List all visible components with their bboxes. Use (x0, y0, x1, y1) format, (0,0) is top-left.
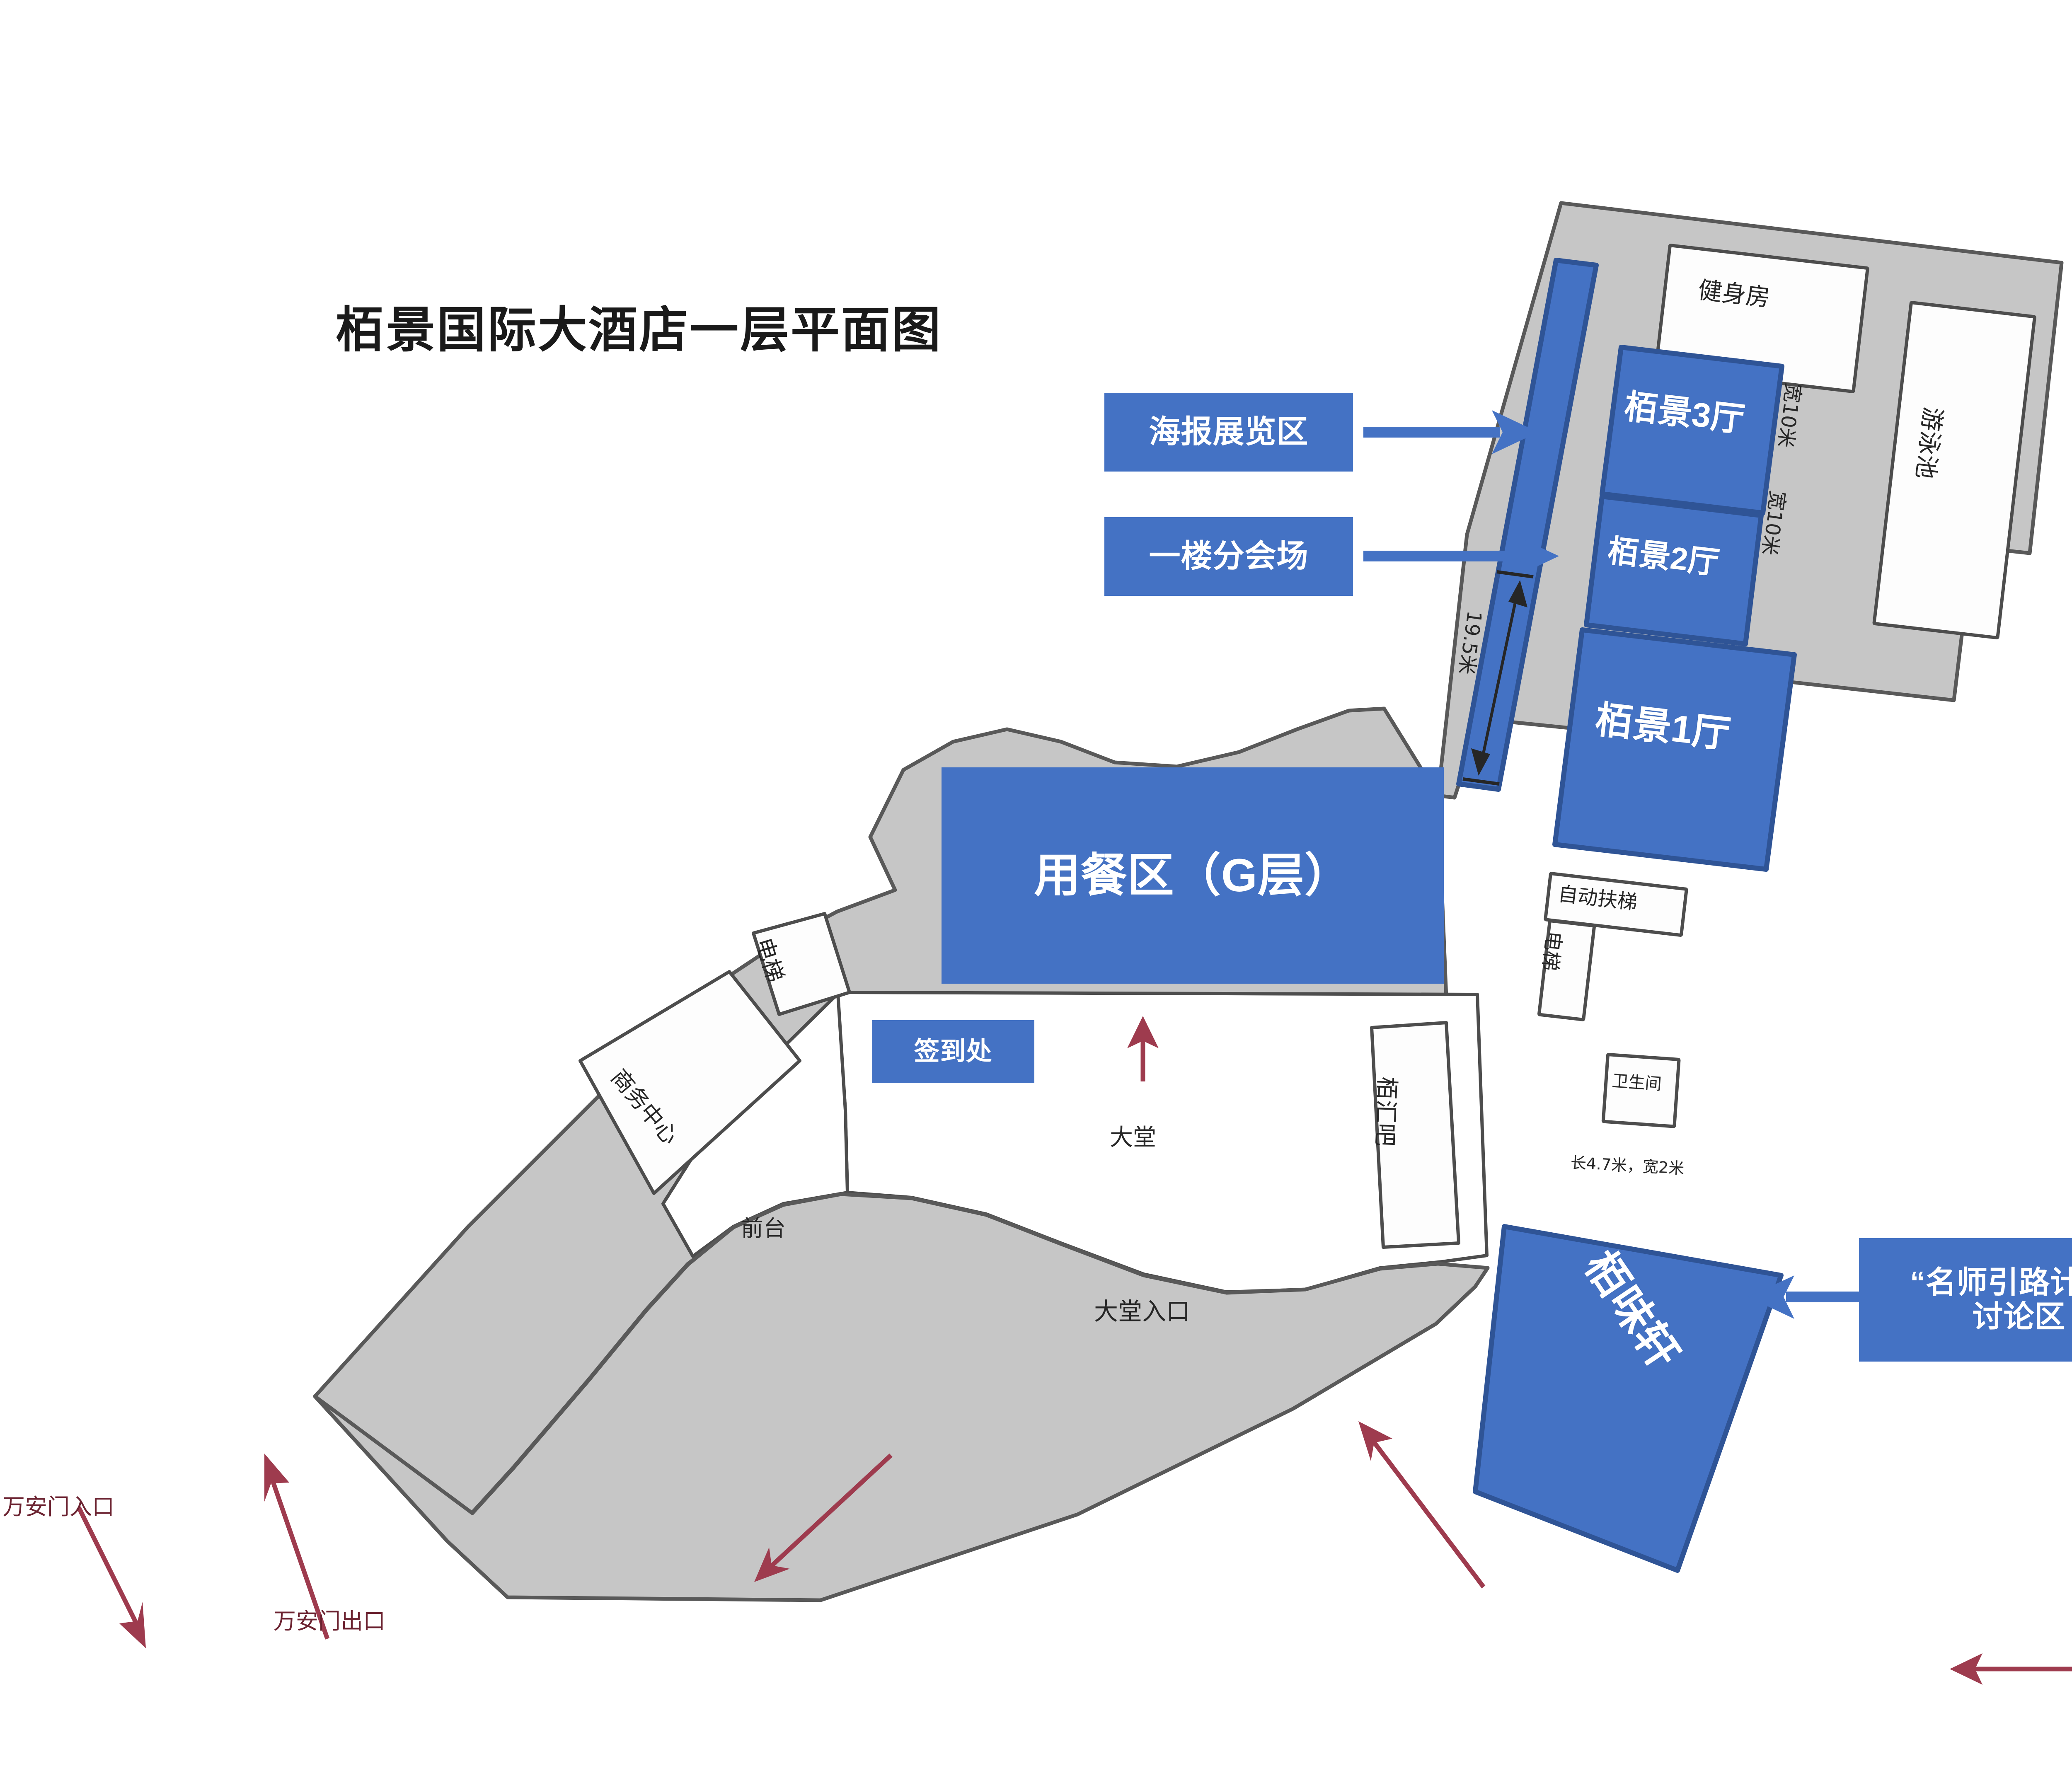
callout-poster-label: 海报展览区 (1149, 414, 1309, 450)
callout-mentor-line2: 讨论区 (1972, 1299, 2066, 1334)
lobby-entrance-band (313, 1192, 1490, 1602)
east-elevator-room (1537, 919, 1596, 1021)
restroom-room (1601, 1053, 1681, 1128)
corridor-dimension-marker (1462, 570, 1534, 786)
hall2-shape[interactable] (1584, 494, 1764, 646)
red-arrow-se-flow (1358, 1421, 1486, 1589)
callout-poster-area[interactable]: 海报展览区 (1104, 393, 1353, 472)
baiweixuan-shape[interactable] (1473, 1224, 1784, 1573)
entrance-label-wanan-in: 万安门入口 (2, 1494, 114, 1520)
page-title: 栢景国际大酒店一层平面图 (336, 301, 943, 358)
callout-mentor-discussion[interactable]: “名师引路计划” 讨论区 (1859, 1238, 2072, 1362)
room-label-front-desk: 前台 (741, 1215, 786, 1241)
callout-branch-label: 一楼分会场 (1149, 539, 1309, 574)
business-center-room (579, 970, 801, 1195)
red-arrow-wanan-in (77, 1506, 146, 1648)
red-arrow-wanan-out (264, 1454, 330, 1640)
map-label-lobby: 大堂 (1110, 1124, 1156, 1151)
callout-mentor-line1: “名师引路计划” (1910, 1265, 2072, 1300)
callout-checkin-desk[interactable]: 签到处 (872, 1020, 1034, 1083)
bar-room (1370, 1021, 1460, 1249)
room-label-restroom: 卫生间 (1611, 1071, 1663, 1094)
red-arrow-east-in (1950, 1653, 2072, 1685)
escalator-room (1544, 872, 1688, 937)
room-label-east-elevator: 电梯 (1538, 930, 1566, 972)
poster-leader-arrow (1363, 410, 1538, 454)
callout-dining-area[interactable]: 用餐区（G层） (942, 767, 1444, 984)
west-elevator-room (752, 912, 851, 1016)
poster-corridor-shape[interactable] (1456, 258, 1599, 792)
red-arrow-sw-flow (754, 1453, 893, 1582)
callout-dining-label: 用餐区（G层） (1034, 849, 1352, 902)
room-label-bar: 栢汇吧 (1371, 1076, 1401, 1147)
callout-branch-venue[interactable]: 一楼分会场 (1104, 517, 1353, 596)
hall1-shape[interactable] (1552, 627, 1797, 872)
callout-checkin-label: 签到处 (914, 1037, 992, 1066)
pool-room (1872, 301, 2036, 640)
map-label-lobby-entrance: 大堂入口 (1094, 1297, 1191, 1326)
hall3-shape[interactable] (1600, 345, 1784, 515)
branch-leader-arrow (1363, 535, 1559, 578)
red-arrow-lobby-up (1127, 1016, 1159, 1081)
entrance-label-wanan-out: 万安门出口 (274, 1608, 385, 1634)
